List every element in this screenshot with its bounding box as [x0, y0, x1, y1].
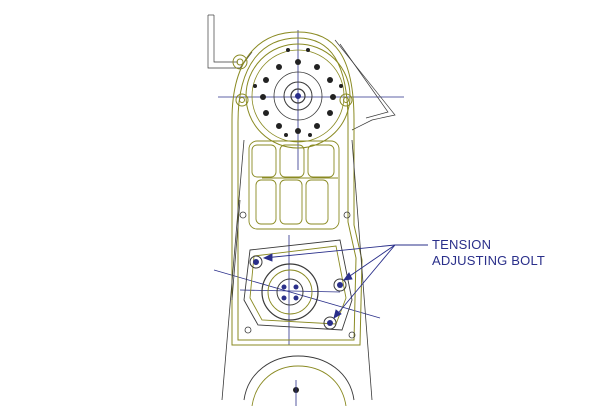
link-edges: [221, 139, 373, 401]
tension-bolt-left: [249, 255, 263, 269]
tension-bolt-bottom: [323, 316, 337, 330]
arm-outline: [231, 31, 363, 346]
tension-bolts: [249, 255, 347, 330]
lower-pulley: [261, 263, 319, 321]
center-lines: [213, 30, 404, 345]
callout-line-1: TENSION: [432, 237, 492, 252]
flange-bolts: [253, 48, 343, 137]
tension-bolt-right: [333, 278, 347, 292]
callout-line-2: ADJUSTING BOLT: [432, 253, 546, 268]
upper-flange: [245, 43, 351, 149]
tension-bolt-callout: TENSION ADJUSTING BOLT: [432, 237, 592, 269]
leader-lines: [262, 244, 428, 319]
next-link: [243, 355, 355, 406]
upper-bracket: [207, 14, 396, 131]
rib-pockets: [248, 140, 340, 230]
side-holes: [239, 211, 356, 339]
